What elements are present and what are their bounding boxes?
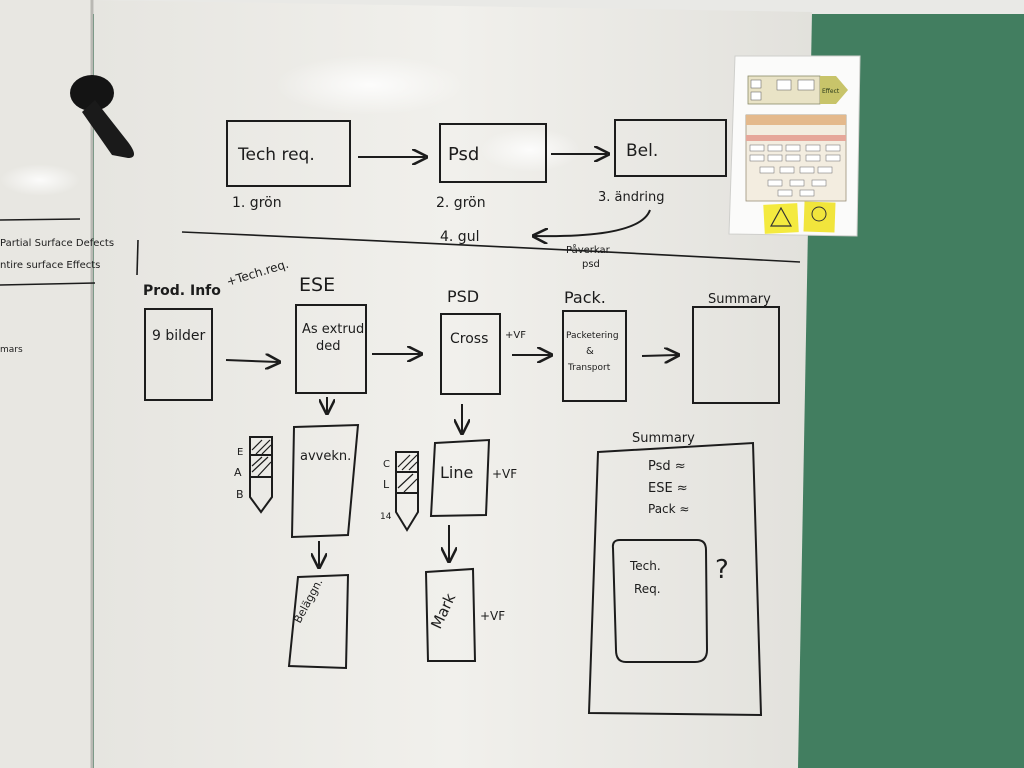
- text-bel: Bel.: [626, 141, 658, 161]
- sticky-note-face: [803, 201, 835, 232]
- scale-psd-label-3: 14: [380, 512, 392, 522]
- head-summary: Summary: [708, 292, 771, 307]
- scale-psd-label-1: C: [383, 459, 390, 470]
- label-1: 1. grön: [232, 195, 282, 211]
- text-ese-box-2: ded: [316, 339, 341, 354]
- text-psd-sub1: Line: [440, 463, 473, 482]
- summary-inner-1: Tech.: [629, 559, 661, 573]
- label-3: 3. ändring: [598, 190, 664, 205]
- text-ese-box-1: As extrud: [302, 322, 364, 337]
- label-4: 4. gul: [440, 229, 479, 245]
- text-tech-req: Tech req.: [237, 145, 315, 165]
- text-psd-box: Cross: [450, 331, 488, 347]
- main-board: [94, 0, 812, 768]
- scale-ese-label-3: B: [236, 488, 244, 501]
- scale-ese-label-2: A: [234, 466, 242, 479]
- left-board-panel: [0, 0, 92, 768]
- feedback-note-1: Påverkar: [566, 243, 611, 256]
- text-pack-box-1: Packetering: [566, 331, 619, 341]
- summary-line-2: ESE ≈: [648, 481, 688, 496]
- summary-title: Summary: [632, 431, 695, 446]
- light-glare-1: [275, 55, 465, 115]
- text-psd-sub2-note: +VF: [480, 609, 505, 623]
- left-text-2: ntire surface Effects: [0, 260, 100, 271]
- scale-psd-label-2: L: [383, 478, 390, 491]
- arrow-b4: [642, 355, 677, 356]
- summary-inner-2: Req.: [634, 582, 661, 596]
- summary-question-mark: ?: [715, 555, 729, 585]
- text-ese-sub1: avvekn.: [300, 449, 351, 464]
- head-pack: Pack.: [564, 288, 606, 307]
- text-pack-box-3: Transport: [567, 363, 611, 373]
- text-psd-top: Psd: [448, 144, 479, 165]
- text-prod-info-box: 9 bilder: [152, 328, 206, 344]
- head-psd: PSD: [447, 287, 479, 306]
- head-prod-info: Prod. Info: [143, 283, 221, 299]
- text-psd-side-note: +VF: [505, 330, 526, 341]
- pinned-paper-header-tag: Effect: [822, 88, 840, 95]
- text-pack-box-2: &: [586, 346, 594, 357]
- feedback-note-2: psd: [582, 259, 600, 270]
- head-ese: ESE: [299, 274, 335, 296]
- light-glare-3: [0, 164, 80, 196]
- pinned-paper: Effect: [729, 56, 860, 236]
- left-text-1: Partial Surface Defects: [0, 238, 114, 249]
- summary-line-3: Pack ≈: [648, 502, 689, 516]
- left-text-3: mars: [0, 345, 23, 355]
- light-glare-2: [480, 128, 580, 172]
- summary-line-1: Psd ≈: [648, 459, 686, 474]
- text-psd-sub1-note: +VF: [492, 467, 517, 481]
- label-2: 2. grön: [436, 195, 486, 211]
- scale-ese-label-1: E: [237, 447, 243, 458]
